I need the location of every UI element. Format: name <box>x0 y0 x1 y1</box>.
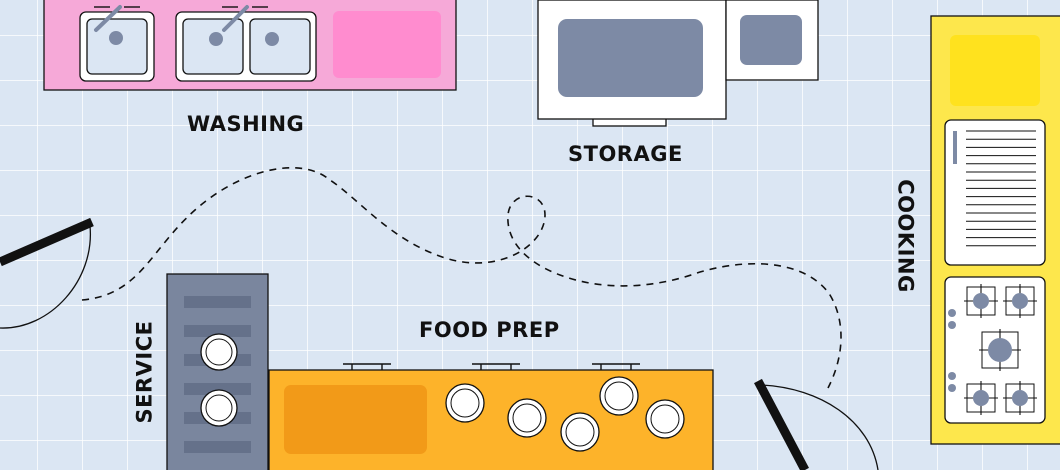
prep-plate <box>599 376 639 416</box>
double-sink <box>175 5 317 82</box>
zone-label-service: SERVICE <box>132 320 157 424</box>
service-counter <box>166 273 269 470</box>
prep-plate <box>645 399 685 439</box>
washing-basin <box>333 11 441 78</box>
cooking-counter <box>930 15 1060 445</box>
prep-plate <box>560 412 600 452</box>
washing-counter <box>43 0 457 91</box>
prep-plate <box>445 383 485 423</box>
burner-icon <box>1003 381 1037 415</box>
storage-units <box>537 0 819 127</box>
service-plate <box>200 389 238 427</box>
prep-plate <box>507 398 547 438</box>
bottom-right-door <box>754 378 879 470</box>
food-prep-counter <box>268 363 714 470</box>
zone-label-storage: STORAGE <box>568 142 683 166</box>
food-prep-sink <box>284 385 427 454</box>
single-sink <box>79 5 155 82</box>
zone-label-washing: WASHING <box>187 112 305 136</box>
zone-label-food-prep: FOOD PREP <box>419 318 560 342</box>
burner-icon <box>979 329 1021 371</box>
left-door <box>0 217 94 329</box>
workflow-path <box>81 167 842 389</box>
burner-icon <box>964 381 998 415</box>
stove-range <box>944 276 1046 424</box>
griddle <box>944 119 1046 266</box>
zone-label-cooking: COOKING <box>893 179 918 293</box>
burner-icon <box>1003 284 1037 318</box>
service-plate <box>200 333 238 371</box>
burner-icon <box>964 284 998 318</box>
